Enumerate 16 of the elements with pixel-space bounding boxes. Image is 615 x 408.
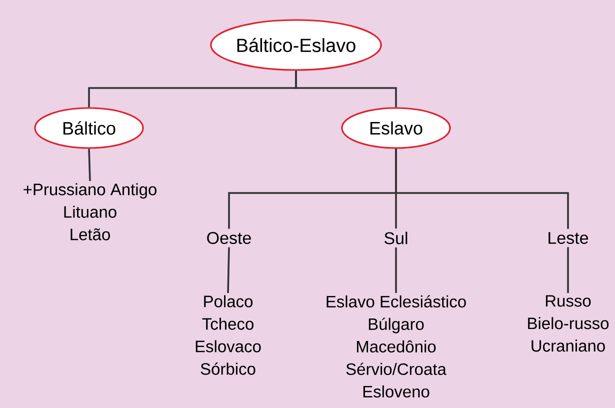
connector-line (88, 148, 91, 182)
ellipse-node: Báltico (34, 107, 144, 149)
connector-line (395, 148, 569, 229)
ellipse-node: Eslavo (341, 107, 451, 149)
language-list: Polaco Tcheco Eslovaco Sórbico (196, 295, 261, 375)
language-list: +Prussiano Antigo Lituano Letão (24, 183, 156, 240)
connector-line (227, 247, 230, 294)
branch-label: Oeste (207, 232, 251, 244)
language-list: Russo Bielo-russo Ucraniano (528, 295, 609, 352)
branch-label: Sul (384, 232, 408, 244)
language-list: Eslavo Eclesiástico Búlgaro Macedônio Sérvio/Croata Esloveno (326, 295, 466, 398)
connector-line (295, 70, 397, 108)
connector-line (395, 247, 397, 293)
connector-line (567, 247, 569, 293)
ellipse-node: Báltico-Eslavo (210, 19, 382, 71)
branch-label: Leste (548, 232, 588, 244)
